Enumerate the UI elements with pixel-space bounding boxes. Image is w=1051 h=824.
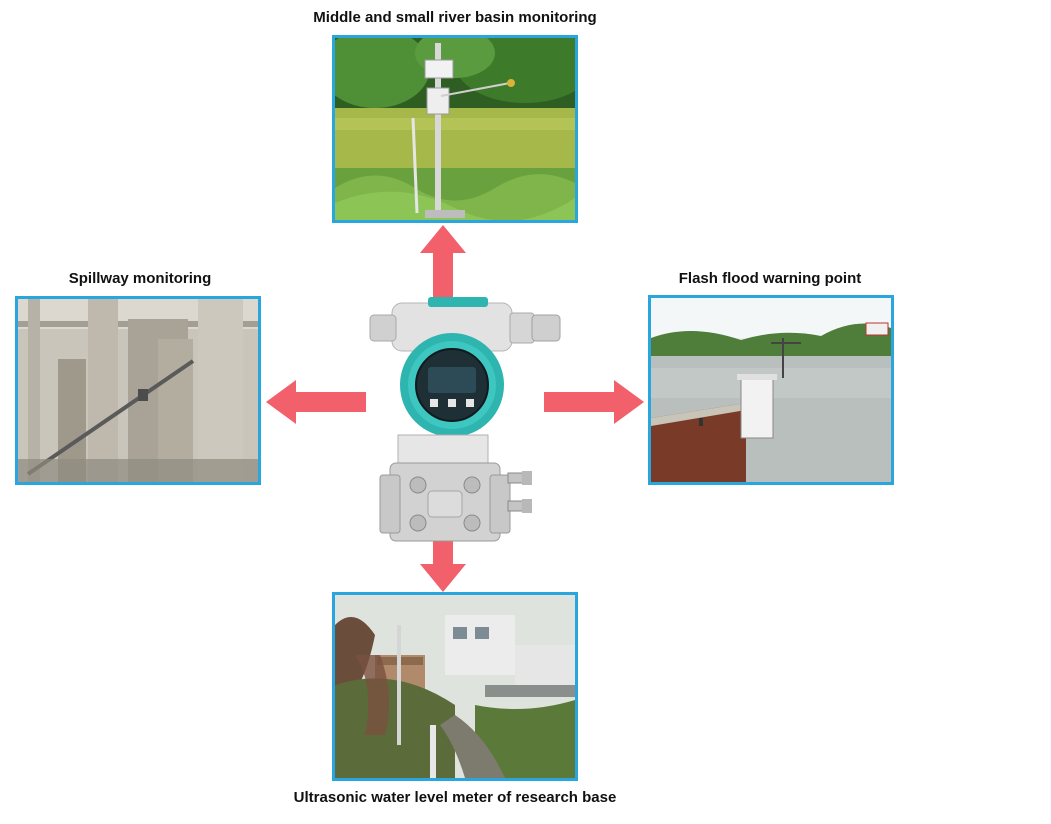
pressure-transmitter-icon bbox=[369, 297, 561, 542]
arrow-left-icon bbox=[266, 380, 366, 424]
caption-flash-flood: Flash flood warning point bbox=[678, 270, 862, 287]
pressure-transmitter-device bbox=[368, 295, 568, 545]
photo-research-base bbox=[332, 592, 578, 781]
caption-river-basin: Middle and small river basin monitoring bbox=[313, 9, 597, 26]
caption-research-base: Ultrasonic water level meter of research… bbox=[293, 789, 617, 806]
caption-spillway: Spillway monitoring bbox=[68, 270, 212, 287]
photo-river-basin bbox=[332, 35, 578, 223]
photo-spillway bbox=[15, 296, 261, 485]
flash-flood-scene bbox=[651, 298, 891, 482]
arrow-down-icon bbox=[420, 540, 466, 592]
arrow-up-icon bbox=[420, 225, 466, 297]
photo-flash-flood bbox=[648, 295, 894, 485]
research-base-scene bbox=[335, 595, 575, 778]
river-basin-scene bbox=[335, 38, 575, 220]
spillway-scene bbox=[18, 299, 258, 482]
arrow-right-icon bbox=[544, 380, 644, 424]
